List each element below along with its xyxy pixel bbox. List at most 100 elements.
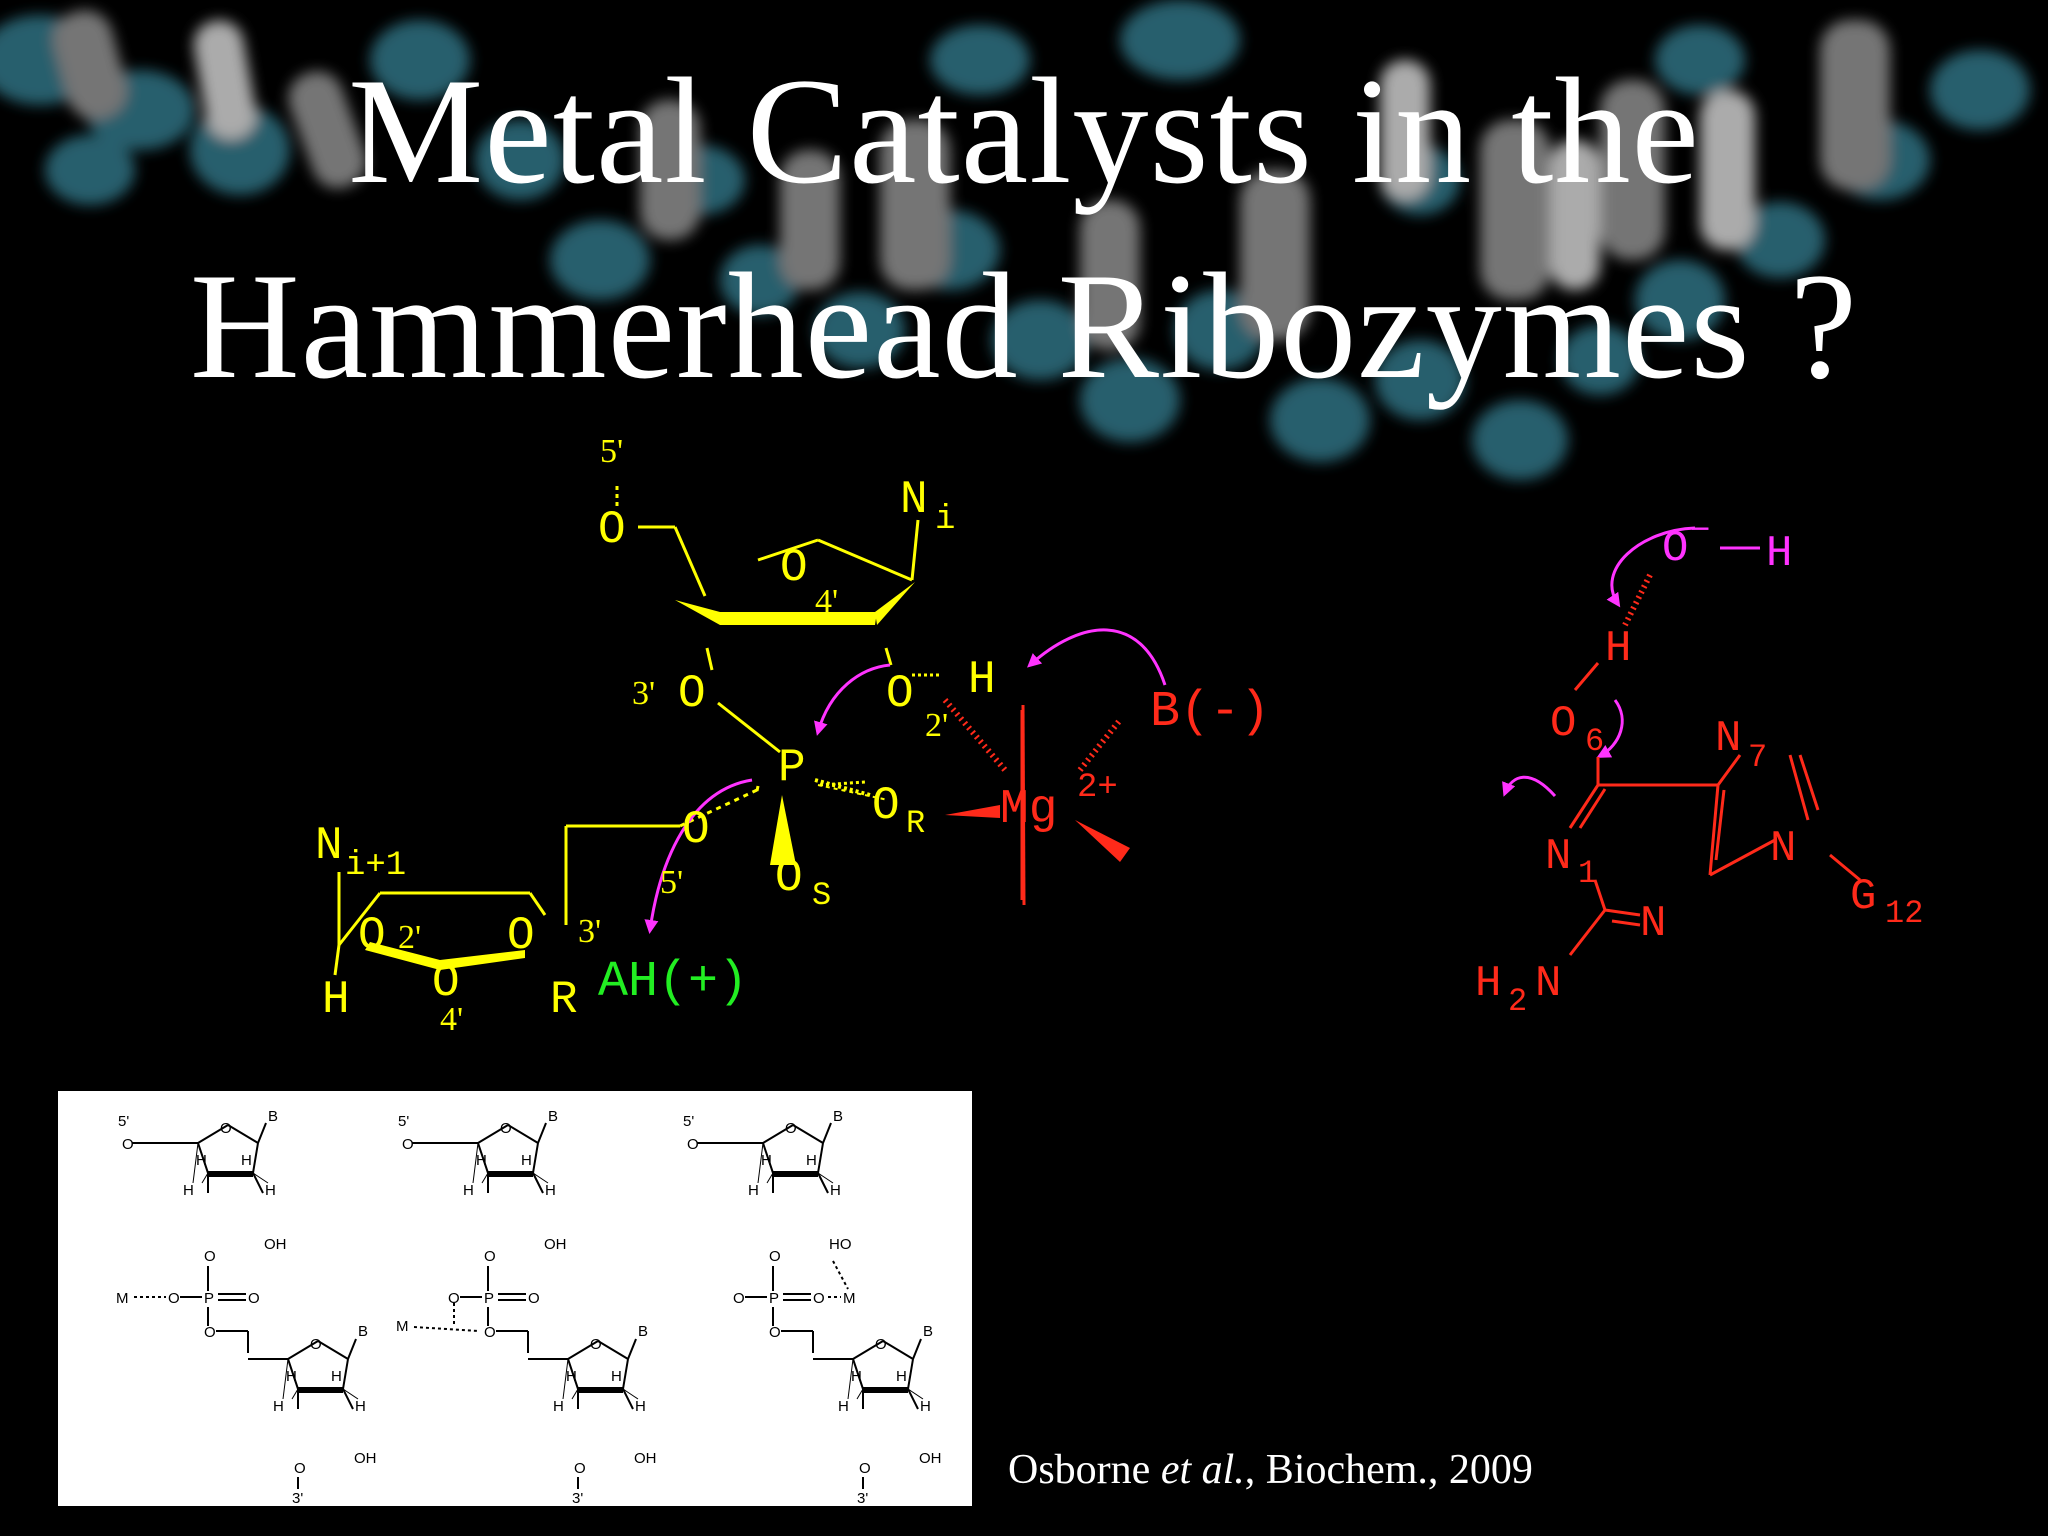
ref-ribose-bold-bond — [488, 1171, 533, 1177]
ref-oh-top-label: HO — [829, 1236, 852, 1253]
ref-three-prime-label: 3' — [857, 1490, 868, 1506]
ref-base-top-label: B — [268, 1108, 278, 1125]
ribose-wedge-right — [875, 582, 915, 625]
ref-ribose-bold-bond — [578, 1387, 623, 1393]
general-acid-label: AH(+) — [598, 954, 748, 1011]
ref-h-label: H — [183, 1182, 194, 1199]
ref-ring-oxygen: O — [500, 1120, 512, 1137]
ref-o3-label: O — [484, 1248, 496, 1265]
ref-phosphate-o-label: O — [448, 1290, 460, 1307]
magnesium-charge: 2+ — [1077, 769, 1118, 807]
o5-top-atom: O — [598, 504, 626, 556]
ref-ribose-bold-bond — [773, 1171, 818, 1177]
ribose-wedge-left — [675, 600, 877, 625]
ref-h-label: H — [463, 1182, 474, 1199]
three-prime-lower-label: 3' — [578, 913, 601, 950]
ref-ribose-bold-bond — [298, 1387, 343, 1393]
ref-metal-label: M — [396, 1318, 409, 1335]
five-prime-top-label: 5' — [600, 433, 623, 470]
ring-oxygen-lower: O — [432, 957, 460, 1009]
four-prime-lower-label: 4' — [440, 1001, 463, 1038]
g12-label: G — [1850, 872, 1876, 922]
ref-o5-label: O — [402, 1136, 414, 1153]
citation-journal: , Biochem., 2009 — [1244, 1447, 1533, 1493]
four-prime-top-label: 4' — [815, 583, 838, 620]
ref-h-label: H — [830, 1182, 841, 1199]
n7-atom: N — [1715, 714, 1741, 764]
ref-h-label: H — [545, 1182, 556, 1199]
ref-h-label: H — [896, 1368, 907, 1385]
o5-atom: O — [682, 804, 710, 856]
ref-h-label: H — [635, 1398, 646, 1415]
five-prime-mid-label: 5' — [660, 864, 683, 901]
ref-h-label: H — [566, 1368, 577, 1385]
ref-oh-bottom-label: OH — [354, 1450, 377, 1467]
amine-nitrogen: N — [1535, 959, 1561, 1009]
ref-h-label: H — [748, 1182, 759, 1199]
ref-o5-label: O — [687, 1136, 699, 1153]
ref-h-label: H — [241, 1152, 252, 1169]
os-atom: O — [775, 852, 803, 904]
o2-atom: O — [886, 668, 914, 720]
or-subscript: R — [906, 805, 925, 842]
ref-five-prime-label: 5' — [118, 1113, 129, 1130]
ref-h-label: H — [265, 1182, 276, 1199]
mg-wedge-bottom — [1075, 820, 1130, 862]
phosphorus-atom: P — [778, 742, 806, 794]
o3-atom: O — [678, 668, 706, 720]
ref-base-bottom-label: B — [638, 1323, 648, 1340]
ref-three-prime-label: 3' — [572, 1490, 583, 1506]
os-subscript: S — [812, 877, 831, 914]
n9-atom: N — [1770, 824, 1796, 874]
ref-o3-label: O — [204, 1248, 216, 1265]
h-atom-top: H — [968, 654, 996, 706]
ref-h-label: H — [286, 1368, 297, 1385]
ref-o3-label: O — [769, 1248, 781, 1265]
three-prime-label: 3' — [632, 675, 655, 712]
ref-five-prime-label: 5' — [398, 1113, 409, 1130]
o6-hydrogen: H — [1605, 624, 1631, 674]
lower-ribose-wedge — [365, 942, 525, 970]
r-group-lower: R — [550, 974, 578, 1026]
ref-base-top-label: B — [833, 1108, 843, 1125]
hydroxide-oxygen: O — [1662, 524, 1688, 574]
ref-phosphorus-label: P — [769, 1290, 779, 1307]
o6-subscript: 6 — [1585, 723, 1604, 760]
ref-o5-label: O — [122, 1136, 134, 1153]
ref-base-bottom-label: B — [358, 1323, 368, 1340]
rna-backbone-bonds — [333, 486, 940, 976]
ref-h-label: H — [355, 1398, 366, 1415]
ref-ring-oxygen: O — [590, 1336, 602, 1353]
two-prime-lower-label: 2' — [398, 919, 421, 956]
ref-phosphate-o-label: O — [733, 1290, 745, 1307]
two-prime-label: 2' — [925, 707, 948, 744]
ref-ribose-bold-bond — [863, 1387, 908, 1393]
ref-oh-bottom-label: OH — [634, 1450, 657, 1467]
amine-subscript: 2 — [1508, 983, 1527, 1020]
ref-five-prime-label: 5' — [683, 1113, 694, 1130]
ref-h-label: H — [920, 1398, 931, 1415]
ref-h-label: H — [331, 1368, 342, 1385]
h-atom-lower: H — [322, 974, 350, 1026]
ref-three-prime-label: 3' — [292, 1490, 303, 1506]
ref-h-label: H — [838, 1398, 849, 1415]
ref-o5-lower-label: O — [204, 1324, 216, 1341]
ref-phosphate-o-label: O — [168, 1290, 180, 1307]
ring-oxygen-top: O — [780, 542, 808, 594]
ref-metal-label: M — [116, 1290, 129, 1307]
ref-h-label: H — [273, 1398, 284, 1415]
ref-h-label: H — [806, 1152, 817, 1169]
n7-subscript: 7 — [1748, 739, 1767, 776]
electron-push-arrows — [644, 526, 1696, 934]
general-base-label: B(-) — [1150, 684, 1270, 741]
ref-h-label: H — [611, 1368, 622, 1385]
ref-o3-lower-label: O — [574, 1460, 586, 1477]
ref-ring-oxygen: O — [875, 1336, 887, 1353]
ref-po-double-label: O — [248, 1290, 260, 1307]
n1-subscript: 1 — [1578, 855, 1597, 892]
ref-ring-oxygen: O — [310, 1336, 322, 1353]
ni1-atom: N — [315, 820, 343, 872]
